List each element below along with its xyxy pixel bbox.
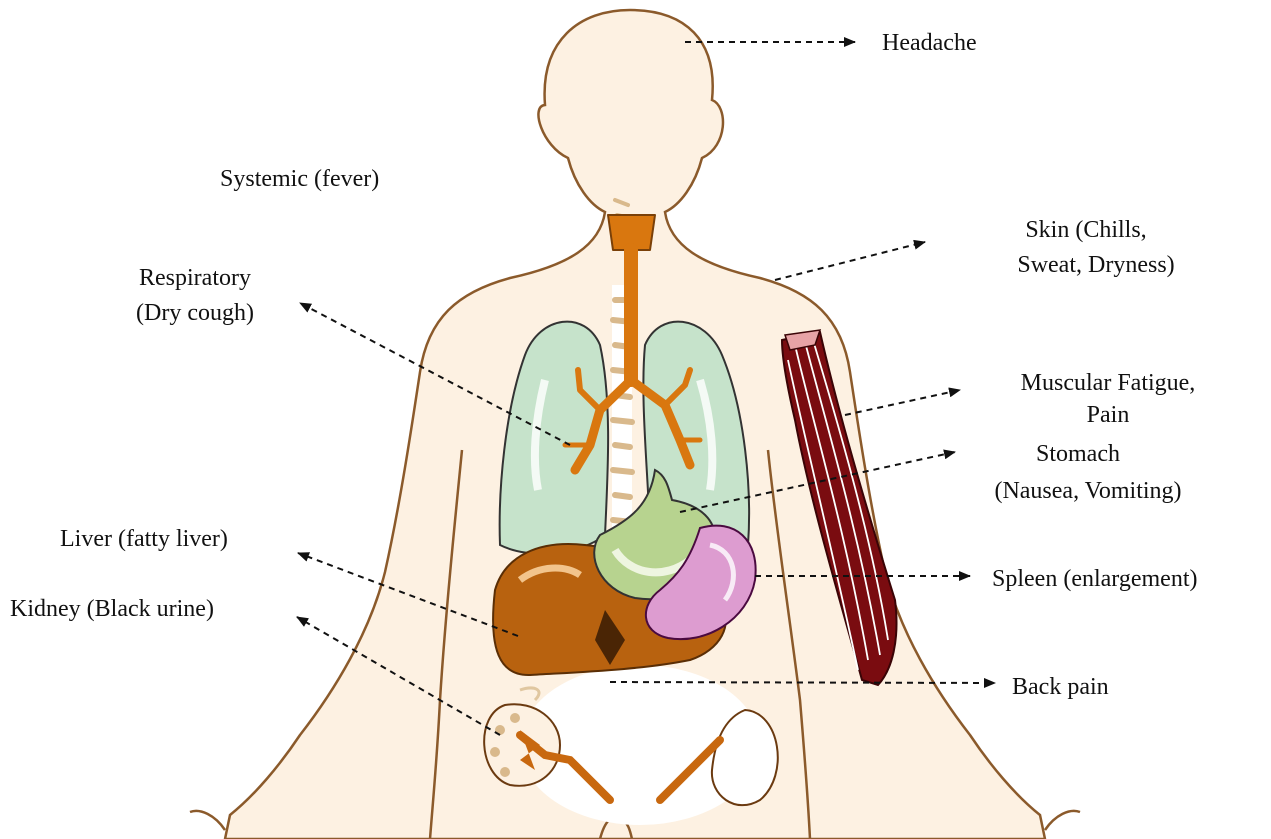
right-hand-curl — [1045, 811, 1080, 830]
label-liver: Liver (fatty liver) — [60, 526, 228, 552]
arrow-skin — [775, 242, 925, 280]
arrow-back-pain — [610, 682, 995, 683]
label-respiratory-line1: Respiratory — [139, 265, 251, 291]
arrow-muscular — [845, 390, 960, 415]
label-muscular-line1: Muscular Fatigue, — [1021, 370, 1196, 396]
label-stomach-line2: (Nausea, Vomiting) — [994, 478, 1181, 504]
label-skin-line2: Sweat, Dryness) — [1017, 252, 1174, 278]
label-spleen: Spleen (enlargement) — [992, 566, 1197, 592]
label-back-pain: Back pain — [1012, 674, 1109, 700]
label-skin-line1: Skin (Chills, — [1025, 217, 1146, 243]
label-respiratory-line2: (Dry cough) — [136, 300, 254, 326]
label-stomach-line1: Stomach — [1036, 441, 1120, 467]
label-systemic: Systemic (fever) — [220, 166, 379, 192]
label-muscular-line2: Pain — [1087, 402, 1130, 428]
label-headache: Headache — [882, 30, 977, 56]
left-hand-curl — [190, 811, 225, 830]
label-kidney: Kidney (Black urine) — [10, 596, 214, 622]
